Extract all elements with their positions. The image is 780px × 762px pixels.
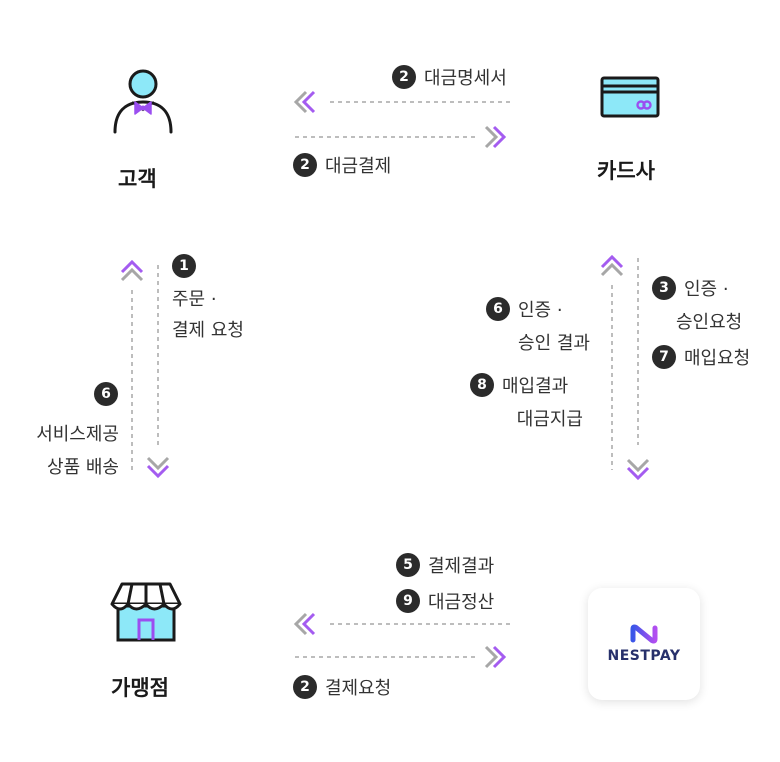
storefront-icon [110,582,182,642]
step-number-badge: 9 [396,589,420,613]
person-icon [113,69,173,134]
step-number-badge: 2 [293,153,317,177]
step-number-badge: 5 [396,553,420,577]
merchant-label: 가맹점 [111,676,169,700]
step-number-badge: 3 [652,276,676,300]
step-auth-request: 3 인증 · [652,275,729,301]
step-text: 인증 · [684,279,729,300]
credit-card-icon [600,76,660,118]
step-service-delivery-line2: 상품 배송 [47,457,119,478]
chevron-left-icon [294,90,316,114]
step-text: 대금명세서 [424,68,507,89]
step-auth-result-line2: 승인 결과 [518,333,590,354]
nestpay-logo-icon [630,624,658,644]
step-settlement-result-line2: 대금지급 [516,409,583,430]
nestpay-brand-text: NESTPAY [607,648,681,664]
chevron-down-icon [146,456,170,478]
step-order-request: 1 [172,254,204,278]
step-auth-result: 6 인증 · [486,296,563,322]
step-statement: 2 대금명세서 [392,64,507,90]
nestpay-card: NESTPAY [588,588,700,700]
chevron-left-icon [294,612,316,636]
chevron-up-icon [600,255,624,277]
step-text: 대금결제 [325,156,392,177]
step-number-badge: 2 [293,675,317,699]
step-text: 대금정산 [428,592,495,613]
step-number-badge: 7 [652,345,676,369]
step-order-request-line1: 주문 · [172,289,217,310]
step-settlement-result: 8 매입결과 [470,372,568,398]
chevron-right-icon [484,645,506,669]
chevron-up-icon [120,260,144,282]
step-text: 결제요청 [325,678,392,699]
step-payment: 2 대금결제 [293,152,391,178]
chevron-right-icon [484,125,506,149]
customer-label: 고객 [118,167,157,191]
card-company-label: 카드사 [597,159,655,183]
step-number-badge: 1 [172,254,196,278]
step-service-delivery-line1: 서비스제공 [36,424,119,445]
step-payment-result: 5 결제결과 [396,552,494,578]
step-text: 매입요청 [684,348,751,369]
step-number-badge: 6 [486,297,510,321]
step-settlement: 9 대금정산 [396,588,494,614]
step-text: 결제결과 [428,556,495,577]
step-text: 인증 · [518,300,563,321]
step-payment-request: 2 결제요청 [293,674,391,700]
step-order-request-line2: 결제 요청 [172,320,244,341]
step-auth-request-line2: 승인요청 [676,312,743,333]
chevron-down-icon [626,458,650,480]
step-text: 매입결과 [502,376,569,397]
step-number-badge: 2 [392,65,416,89]
step-number-badge: 6 [94,382,118,406]
step-purchase-request: 7 매입요청 [652,344,750,370]
step-number-badge: 8 [470,373,494,397]
step-service-delivery: 6 [94,382,126,406]
